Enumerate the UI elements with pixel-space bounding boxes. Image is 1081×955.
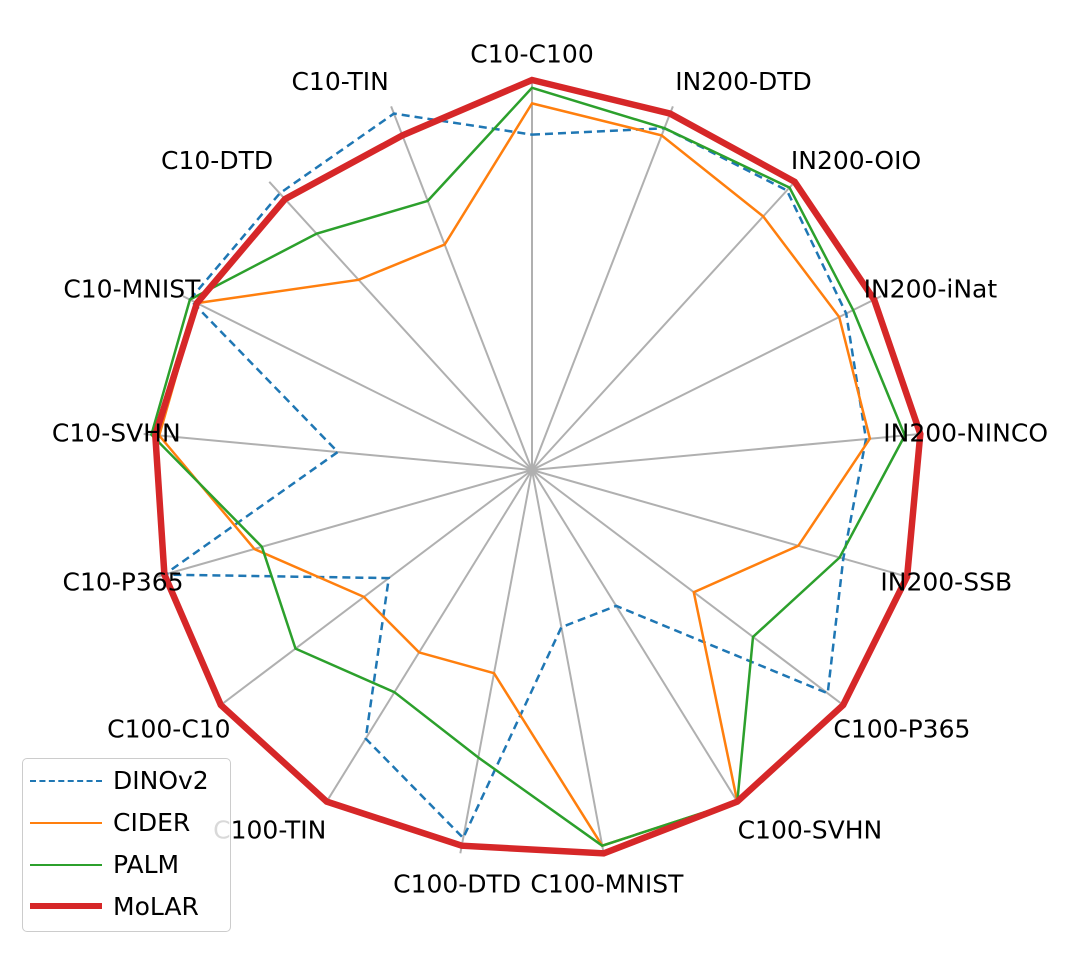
spoke-c100-mnist [531,469,605,854]
spoke-c100-c10 [220,469,533,706]
spoke-in200-oio [531,181,796,471]
category-label-in200-ssb: IN200-SSB [880,568,1012,597]
category-label-c100-c10: C100-C10 [107,715,230,744]
category-label-c100-mnist: C100-MNIST [530,870,684,899]
category-label-c10-svhn: C10-SVHN [52,418,181,447]
series-line-dinov2 [160,112,868,841]
spoke-in200-inat [531,295,882,471]
radar-series [149,76,924,857]
category-label-in200-dtd: IN200-DTD [675,67,812,96]
category-label-c10-p365: C10-P365 [63,568,184,597]
legend-label-palm: PALM [113,850,180,879]
category-label-c10-dtd: C10-DTD [161,146,273,175]
legend-label-cider: CIDER [113,808,191,837]
category-label-c10-mnist: C10-MNIST [63,274,201,303]
category-label-in200-inat: IN200-iNat [864,274,998,303]
spoke-c100-tin [325,469,533,803]
spoke-c10-dtd [268,181,533,471]
category-label-c100-p365: C100-P365 [833,715,970,744]
spoke-in200-ssb [531,469,908,578]
legend-label-molar: MoLAR [113,892,199,921]
series-molar [152,76,924,857]
spoke-c10-mnist [182,295,533,471]
category-label-c100-dtd: C100-DTD [393,870,521,899]
category-label-c100-tin: C100-TIN [213,816,326,845]
radar-grid [143,80,921,854]
legend-swatch-palm [30,864,102,866]
legend-swatch-molar [30,903,102,909]
spoke-in200-ninco [531,433,921,471]
category-label-in200-oio: IN200-OIO [791,146,921,175]
legend-swatch-cider [30,822,102,824]
category-label-c100-svhn: C100-SVHN [738,816,883,845]
spoke-c10-svhn [143,433,533,471]
series-line-molar [152,76,924,857]
legend: DINOv2 CIDER PALM MoLAR [22,758,231,932]
legend-swatch-dinov2 [30,780,102,782]
legend-item-cider: CIDER [23,805,232,841]
spoke-c10-p365 [156,469,533,578]
legend-label-dinov2: DINOv2 [113,766,209,795]
category-label-in200-ninco: IN200-NINCO [883,418,1048,447]
spoke-c100-svhn [531,469,739,803]
series-line-cider [157,101,872,848]
category-label-c10-tin: C10-TIN [291,67,388,96]
spoke-c100-dtd [459,469,533,854]
legend-item-dinov2: DINOv2 [23,763,232,799]
spoke-c100-p365 [531,469,844,706]
spoke-in200-dtd [531,105,674,471]
spoke-c10-tin [390,105,533,471]
legend-item-molar: MoLAR [23,889,232,925]
legend-item-palm: PALM [23,847,232,883]
category-label-c10-c100: C10-C100 [470,40,593,69]
